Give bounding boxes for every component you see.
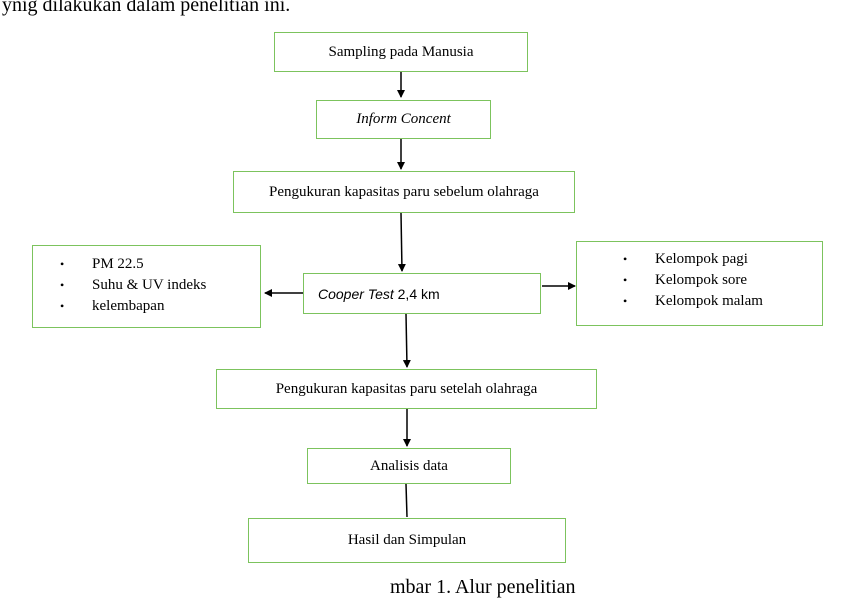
box-time-groups: • Kelompok pagi • Kelompok sore • Kelomp… <box>576 241 823 326</box>
list-item: • kelembapan <box>60 296 260 317</box>
box-after-measure-label: Pengukuran kapasitas paru setelah olahra… <box>275 380 538 397</box>
box-inform-concent-label: Inform Concent <box>356 111 451 127</box>
caption-bottom-partial: mbar 1. Alur penelitian <box>390 576 576 598</box>
list-item: • PM 22.5 <box>60 254 260 275</box>
bullet-icon: • <box>623 252 628 266</box>
box-analysis: Analisis data <box>307 448 511 484</box>
box-inform-concent: Inform Concent <box>316 100 491 139</box>
box-result: Hasil dan Simpulan <box>248 518 566 563</box>
bullet-icon: • <box>623 273 628 287</box>
line-analysis-to-result <box>405 483 408 518</box>
box-sampling: Sampling pada Manusia <box>274 32 528 72</box>
arrow-cooper-to-after <box>402 313 411 368</box>
box-sampling-label: Sampling pada Manusia <box>328 43 474 60</box>
list-item: • Suhu & UV indeks <box>60 275 260 296</box>
box-after-measure: Pengukuran kapasitas paru setelah olahra… <box>216 369 597 409</box>
box-cooper-test: Cooper Test 2,4 km <box>303 273 541 314</box>
bullet-icon: • <box>60 257 65 271</box>
arrow-before-to-cooper <box>397 212 406 272</box>
box-before-measure-label: Pengukuran kapasitas paru sebelum olahra… <box>269 183 539 200</box>
box-before-measure: Pengukuran kapasitas paru sebelum olahra… <box>233 171 575 213</box>
list-item: • Kelompok malam <box>623 291 822 312</box>
box-result-label: Hasil dan Simpulan <box>347 532 467 548</box>
bullet-icon: • <box>60 278 65 292</box>
caption-top-partial: ynig dilakukan dalam penelitian ini. <box>2 0 291 16</box>
list-item: • Kelompok sore <box>623 270 822 291</box>
list-item: • Kelompok pagi <box>623 249 822 270</box>
bullet-icon: • <box>60 299 65 313</box>
cooper-test-distance: 2,4 km <box>393 285 440 302</box>
bullet-icon: • <box>623 294 628 308</box>
cooper-test-name: Cooper Test <box>318 285 394 302</box>
box-environment-factors: • PM 22.5 • Suhu & UV indeks • kelembapa… <box>32 245 261 328</box>
box-analysis-label: Analisis data <box>370 457 448 474</box>
